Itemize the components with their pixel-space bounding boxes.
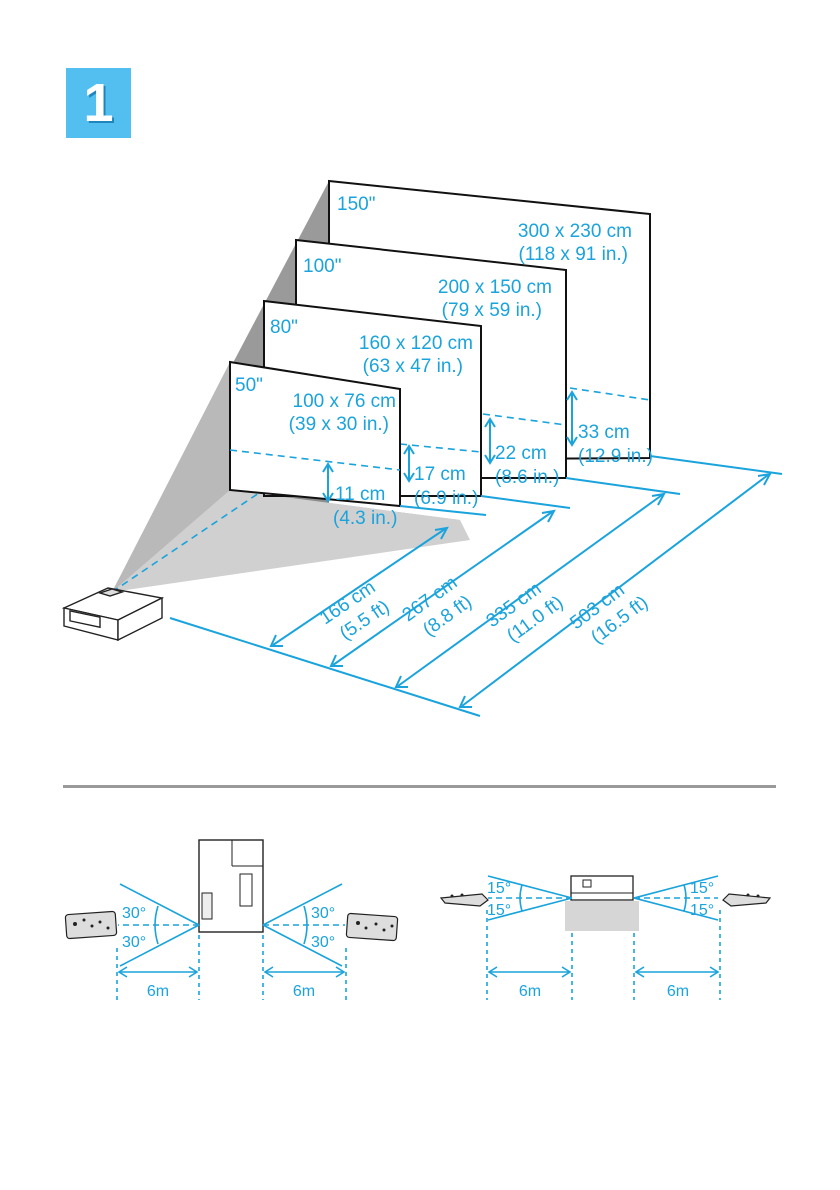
offset-50-in: (4.3 in.)	[333, 508, 397, 529]
offset-150-in: (12.9 in.)	[578, 446, 653, 467]
screen-50-size-in: (39 x 30 in.)	[289, 414, 389, 435]
offset-50-cm: 11 cm	[335, 484, 385, 505]
screen-150-size-in: (118 x 91 in.)	[519, 244, 628, 265]
screen-100-size-in: (79 x 59 in.)	[442, 300, 542, 321]
offset-arrows	[322, 390, 578, 503]
screen-80-diagonal: 80"	[270, 317, 298, 338]
side-view-angle-down-left: 15°	[487, 902, 511, 919]
top-view-angle-up-left: 30°	[122, 905, 146, 922]
top-view-angle-down-left: 30°	[122, 934, 146, 951]
screen-80-size-in: (63 x 47 in.)	[363, 356, 463, 377]
remote-control-left-icon	[64, 910, 118, 940]
remote-control-side-left-icon	[439, 893, 489, 907]
table-stand	[565, 901, 639, 931]
side-view-angle-up-left: 15°	[487, 880, 511, 897]
offset-80-in: (6.9 in.)	[414, 488, 478, 509]
side-view-range-right: 6m	[667, 983, 689, 1000]
projector-icon	[61, 587, 165, 642]
top-view-range-left: 6m	[147, 983, 169, 1000]
screen-150-size-cm: 300 x 230 cm	[518, 221, 632, 242]
screen-100-size-cm: 200 x 150 cm	[438, 277, 552, 298]
screen-100-diagonal: 100"	[303, 256, 341, 277]
section-divider	[63, 785, 776, 788]
top-view-angle-down-right: 30°	[311, 934, 335, 951]
step-number: 1	[83, 73, 114, 133]
offset-100-cm: 22 cm	[495, 443, 547, 464]
offset-150-cm: 33 cm	[578, 422, 630, 443]
top-view-range-right: 6m	[293, 983, 315, 1000]
screen-50-size-cm: 100 x 76 cm	[293, 391, 397, 412]
step-number-badge: 1	[66, 68, 131, 138]
distance-lines	[169, 455, 783, 717]
projector-side-view-icon	[570, 875, 634, 901]
remote-range-top-view: 30° 30° 30° 30° 6m 6m	[64, 839, 399, 1000]
screen-150-diagonal: 150"	[337, 194, 375, 215]
remote-range-side-view: 15° 15° 15° 15° 6m 6m	[439, 875, 772, 1000]
screen-50: 50" 100 x 76 cm (39 x 30 in.)	[229, 360, 401, 508]
top-view-angle-up-right: 30°	[311, 905, 335, 922]
side-view-angle-up-right: 15°	[690, 880, 714, 897]
screen-80-size-cm: 160 x 120 cm	[359, 333, 473, 354]
screen-50-diagonal: 50"	[235, 375, 263, 396]
offset-100-in: (8.6 in.)	[495, 467, 559, 488]
remote-control-right-icon	[345, 912, 399, 942]
side-view-angle-down-right: 15°	[690, 902, 714, 919]
remote-control-side-right-icon	[722, 893, 772, 907]
offset-80-cm: 17 cm	[414, 464, 466, 485]
side-view-range-left: 6m	[519, 983, 541, 1000]
